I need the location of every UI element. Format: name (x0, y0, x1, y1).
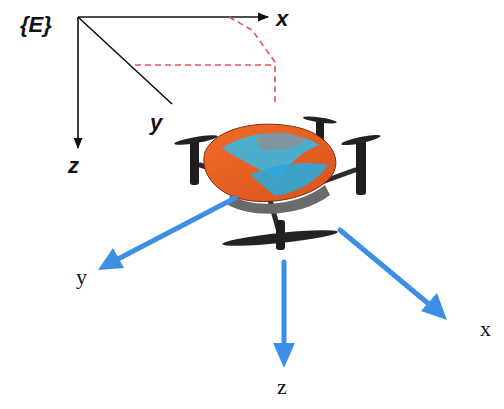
axis-label: x (480, 318, 491, 340)
projection-lines (135, 17, 275, 102)
axis-label: y (76, 266, 87, 288)
axis-label: z (277, 376, 287, 398)
body-axes (98, 198, 447, 368)
axis-label: y (150, 112, 162, 134)
frame-name: {E} (20, 14, 52, 36)
axis-label: z (68, 155, 79, 177)
quadcopter (174, 115, 381, 250)
axis-label: x (276, 8, 288, 30)
